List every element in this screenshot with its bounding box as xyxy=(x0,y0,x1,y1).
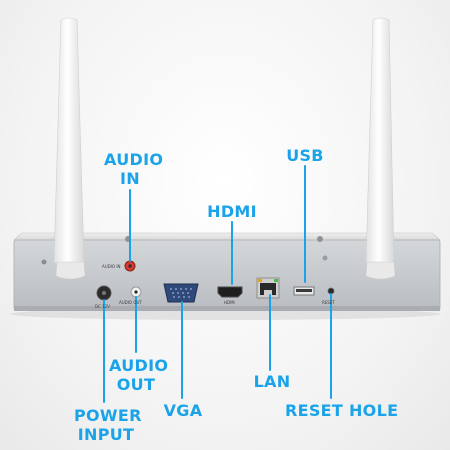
usb-tongue xyxy=(296,289,312,292)
lan-clip xyxy=(264,290,272,295)
power-jack-pin xyxy=(102,291,106,295)
audio-in-hole xyxy=(128,264,132,268)
screw xyxy=(317,236,323,242)
lan-led xyxy=(274,279,278,282)
port-label-power: DC 12V xyxy=(95,304,110,309)
hdmi-port xyxy=(217,286,243,298)
lan-led xyxy=(258,279,262,282)
right-antenna xyxy=(365,17,395,267)
left-antenna xyxy=(53,17,85,267)
port-label-hdmi: HDMI xyxy=(224,300,235,305)
audio-out-hole xyxy=(134,290,138,294)
left-antenna-base xyxy=(55,261,86,280)
callout-audio-in: AUDIO IN xyxy=(104,150,164,188)
port-label-audio-in: AUDIO IN xyxy=(102,264,121,269)
callout-vga: VGA xyxy=(163,401,203,420)
screw xyxy=(322,255,328,261)
callout-reset-hole: RESET HOLE xyxy=(285,401,399,420)
port-label-reset: RESET xyxy=(322,300,335,305)
callout-audio-out: AUDIO OUT xyxy=(109,356,169,394)
callout-usb: USB xyxy=(286,146,324,165)
ground-screw xyxy=(41,259,47,265)
callout-power-input: POWER INPUT xyxy=(74,406,142,444)
right-antenna-base xyxy=(365,261,396,280)
port-label-audio-out: AUDIO OUT xyxy=(119,300,142,305)
panel-bottom-edge xyxy=(14,306,440,311)
callout-hdmi: HDMI xyxy=(207,202,257,221)
callout-lan: LAN xyxy=(253,372,291,391)
vga-port xyxy=(163,283,199,303)
